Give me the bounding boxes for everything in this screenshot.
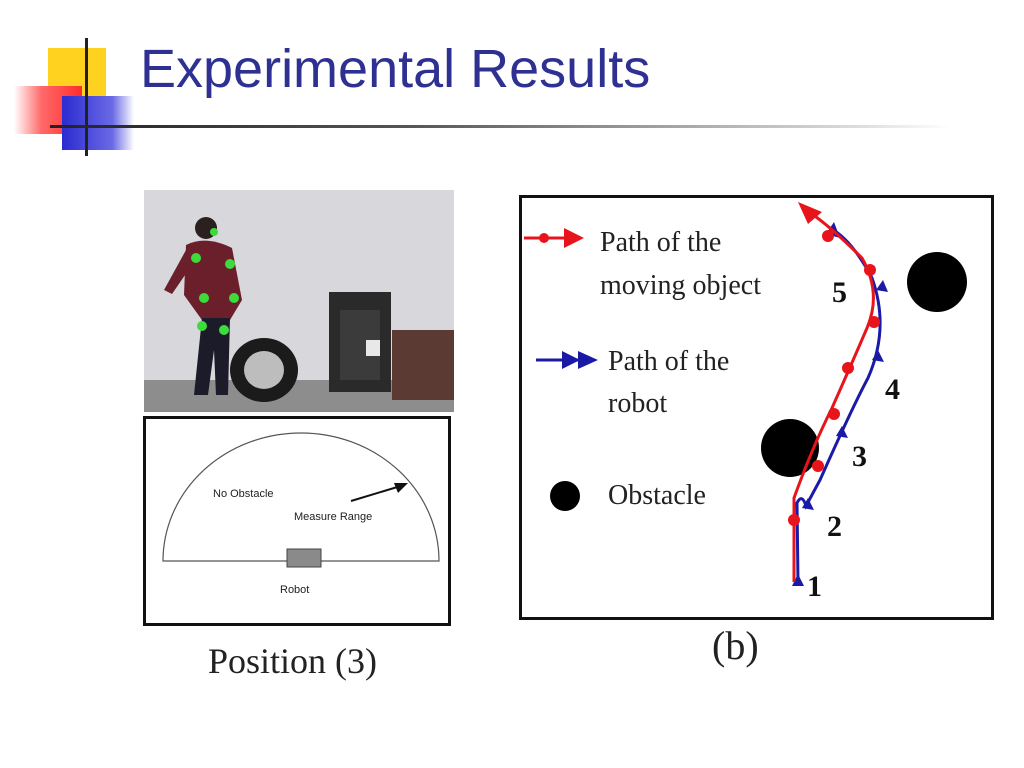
marker-2: 2 [827, 510, 842, 543]
legend-obstacle-label: Obstacle [608, 480, 706, 511]
marker-3: 3 [852, 440, 867, 473]
deco-blue-square [62, 96, 134, 150]
caption-position: Position (3) [208, 641, 378, 681]
robot-label: Robot [280, 584, 310, 596]
slide-title: Experimental Results [140, 39, 651, 99]
path-figure-drawing [524, 202, 967, 586]
legend-robot-line1: Path of the [608, 346, 730, 377]
sensor-range-drawing [162, 432, 440, 568]
legend-object-line2: moving object [600, 270, 761, 301]
no-obstacle-label: No Obstacle [213, 488, 274, 500]
caption-b: (b) [712, 623, 759, 668]
marker-4: 4 [885, 373, 900, 406]
camera-photo-image [144, 190, 454, 412]
legend-object-line1: Path of the [600, 227, 722, 258]
path-figure: Path of the moving object Path of the ro… [519, 195, 994, 620]
legend-robot-line2: robot [608, 388, 668, 419]
sensor-range-diagram: No Obstacle Measure Range Robot [143, 416, 451, 626]
deco-vertical-line [85, 38, 88, 156]
marker-5: 5 [832, 276, 847, 309]
camera-photo [144, 190, 454, 412]
title-underline [50, 125, 950, 128]
measure-range-label: Measure Range [294, 511, 373, 523]
marker-1: 1 [807, 570, 822, 603]
